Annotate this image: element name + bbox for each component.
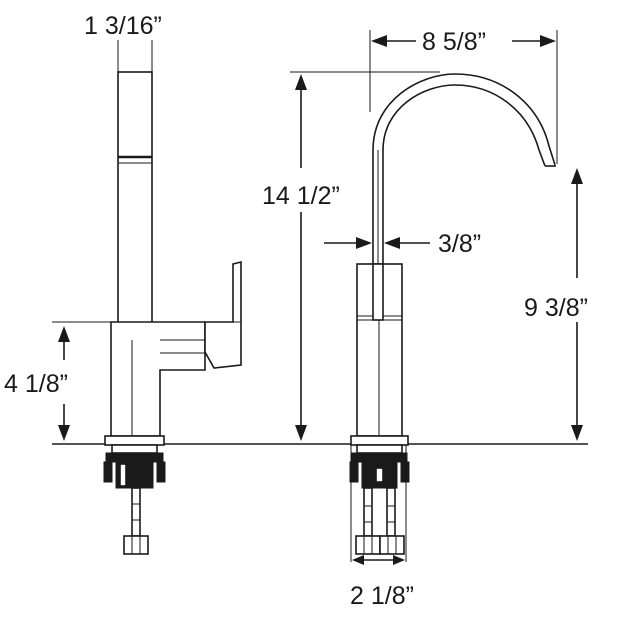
side-supply-line [131,487,141,537]
faucet-side-view [103,71,242,555]
side-column [117,71,153,325]
front-supply-line-left [363,487,373,537]
dim-spout-clearance: 9 3/8” [524,294,588,322]
dim-spout-reach: 8 5/8” [422,28,486,56]
front-supply-line-right [386,487,396,537]
arrow-up-icon [295,74,307,90]
dim-base-width: 2 1/8” [350,582,414,610]
dim-base-height: 4 1/8” [4,370,68,398]
side-body [110,321,206,437]
dim-spout-diameter: 3/8” [438,230,481,258]
side-base-plate [104,435,165,446]
dim-side-width: 1 3/16” [84,12,162,40]
faucet-front-view [349,73,556,555]
front-supply-nut-right [379,535,405,555]
front-spout [372,73,556,264]
arrow-down-icon [295,425,307,441]
arrow-left-icon [352,555,364,565]
arrow-down-icon [571,425,583,441]
side-supply-nut [123,535,149,555]
arrow-right-icon [393,555,405,565]
dim-overall-height: 14 1/2” [262,182,340,210]
front-supply-nut-left [355,535,381,555]
arrow-right-icon [356,237,372,249]
arrow-up-icon [58,326,70,342]
arrow-up-icon [571,168,583,184]
arrow-right-icon [540,35,556,47]
side-handle [204,260,242,369]
arrow-left-icon [371,35,387,47]
front-base-plate [350,435,409,446]
arrow-down-icon [58,425,70,441]
arrow-left-icon [384,237,400,249]
side-shank [111,444,158,454]
